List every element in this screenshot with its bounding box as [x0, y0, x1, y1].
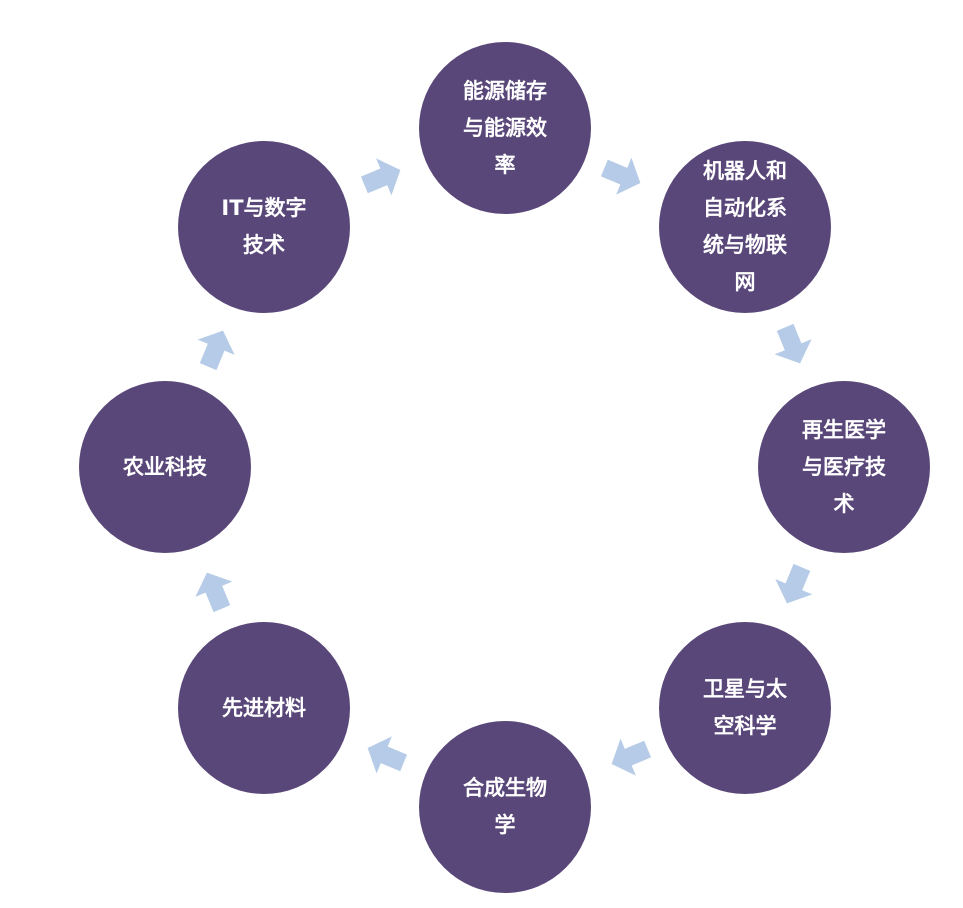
- arrow-icon: [367, 736, 408, 774]
- arrow-icon: [611, 738, 652, 776]
- arrow-synbio-to-materials: [362, 731, 412, 781]
- arrow-icon: [197, 330, 235, 371]
- node-agritech: 农业科技: [79, 381, 251, 553]
- node-robotics-label: 机器人和 自动化系 统与物联 网: [703, 159, 787, 294]
- arrow-icon: [195, 572, 233, 613]
- node-energy: 能源储存 与能源效 率: [419, 42, 591, 214]
- node-robotics: 机器人和 自动化系 统与物联 网: [659, 141, 831, 313]
- arrow-robotics-to-regen-med: [767, 319, 817, 369]
- arrow-icon: [600, 157, 641, 195]
- arrow-icon: [775, 563, 813, 604]
- arrow-it-digital-to-energy: [356, 153, 406, 203]
- arrow-materials-to-agritech: [190, 567, 240, 617]
- node-it-digital: IT与数字 技术: [178, 141, 350, 313]
- node-synbio-label: 合成生物 学: [463, 776, 547, 837]
- arrow-agritech-to-it-digital: [190, 325, 240, 375]
- node-materials-label: 先进材料: [222, 695, 306, 720]
- node-energy-label: 能源储存 与能源效 率: [463, 78, 547, 177]
- node-agritech-label: 农业科技: [123, 454, 207, 479]
- arrow-satellite-to-synbio: [606, 731, 656, 781]
- arrow-icon: [774, 323, 812, 364]
- arrow-icon: [360, 158, 401, 196]
- node-synbio: 合成生物 学: [419, 721, 591, 893]
- node-satellite-label: 卫星与太 空科学: [703, 677, 787, 738]
- node-regen-med-label: 再生医学 与医疗技 术: [802, 417, 886, 516]
- arrow-energy-to-robotics: [596, 150, 646, 200]
- arrow-regen-med-to-satellite: [770, 559, 820, 609]
- node-it-digital-label: IT与数字 技术: [221, 196, 307, 257]
- node-satellite: 卫星与太 空科学: [659, 622, 831, 794]
- node-materials: 先进材料: [178, 622, 350, 794]
- node-regen-med: 再生医学 与医疗技 术: [758, 381, 930, 553]
